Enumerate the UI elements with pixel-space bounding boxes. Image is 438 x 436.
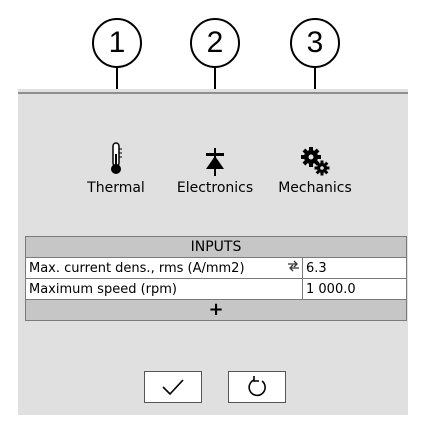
callout-2: 2 (190, 18, 240, 68)
table-row: Max. current dens., rms (A/mm2) 6.3 (25, 257, 407, 279)
tab-electronics-label: Electronics (176, 180, 254, 196)
reset-button[interactable] (228, 371, 286, 403)
add-input-button[interactable]: + (25, 299, 407, 321)
input-label-text: Max. current dens., rms (A/mm2) (29, 260, 245, 276)
input-label-current-density: Max. current dens., rms (A/mm2) (25, 257, 303, 279)
callout-1: 1 (92, 18, 142, 68)
tab-electronics[interactable]: Electronics (168, 140, 262, 196)
input-label-max-speed: Maximum speed (rpm) (25, 278, 303, 300)
tab-thermal[interactable]: Thermal (76, 140, 156, 196)
swap-units-icon[interactable] (287, 260, 300, 276)
gears-icon (270, 140, 360, 176)
diode-icon (168, 140, 262, 176)
checkmark-icon (162, 379, 184, 396)
input-value-max-speed[interactable]: 1 000.0 (302, 278, 407, 300)
tab-thermal-label: Thermal (87, 180, 145, 196)
tab-mechanics-label: Mechanics (278, 180, 352, 196)
input-value-current-density[interactable]: 6.3 (302, 257, 407, 279)
inputs-header: INPUTS (25, 236, 407, 258)
confirm-button[interactable] (144, 371, 202, 403)
reset-icon (248, 376, 266, 397)
inputs-table: INPUTS Max. current dens., rms (A/mm2) 6… (25, 236, 407, 321)
callout-3: 3 (290, 18, 340, 68)
tab-mechanics[interactable]: Mechanics (270, 140, 360, 196)
thermometer-icon (76, 140, 156, 176)
table-row: Maximum speed (rpm) 1 000.0 (25, 278, 407, 300)
panel-top-divider (18, 92, 408, 94)
